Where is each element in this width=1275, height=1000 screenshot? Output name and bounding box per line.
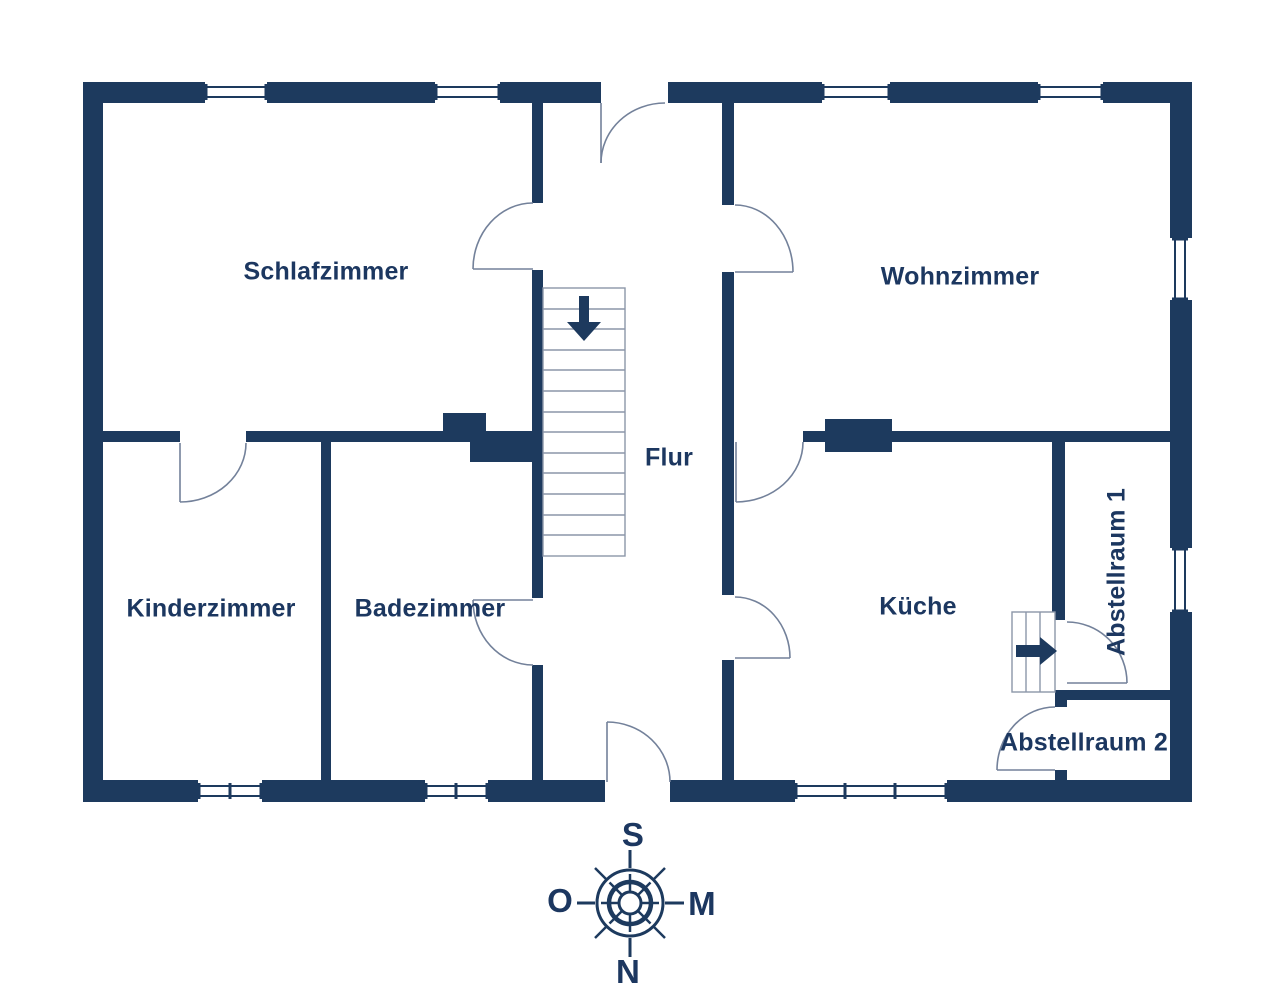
compass-rose-icon <box>577 850 684 957</box>
window <box>1037 84 1104 100</box>
window <box>1172 237 1188 301</box>
entry-direction-arrow-icon <box>1016 637 1057 665</box>
room-label-badezimmer: Badezimmer <box>354 594 506 623</box>
window <box>794 783 948 799</box>
doors <box>179 102 1128 783</box>
outer-wall-top <box>83 82 1192 103</box>
window <box>1172 547 1188 613</box>
compass-label-east: O <box>547 882 573 919</box>
windows <box>197 84 1188 799</box>
door-abstellraum-2 <box>996 706 1056 771</box>
window <box>434 84 501 100</box>
door-wohnzimmer-kueche <box>735 441 804 503</box>
room-label-abstellraum-1: Abstellraum 1 <box>1102 488 1131 656</box>
outer-wall-bottom <box>83 780 1192 802</box>
compass-label-west: M <box>688 885 716 922</box>
window <box>821 84 891 100</box>
door-wohnzimmer <box>734 204 794 273</box>
door-kinderzimmer <box>179 442 247 503</box>
door-main-entrance <box>606 721 671 783</box>
outer-wall-right <box>1170 82 1192 802</box>
staircase <box>542 287 626 557</box>
window <box>204 84 268 100</box>
door-upper-exit <box>600 102 666 164</box>
door-abstellraum-1 <box>1066 621 1128 684</box>
chimney-block <box>825 419 892 452</box>
room-label-wohnzimmer: Wohnzimmer <box>880 262 1040 291</box>
door-kueche <box>734 596 791 659</box>
compass-label-south: S <box>621 816 645 853</box>
interior-walls <box>103 103 1170 780</box>
room-label-kinderzimmer: Kinderzimmer <box>126 594 296 623</box>
door-schlafzimmer <box>472 202 534 270</box>
room-label-schlafzimmer: Schlafzimmer <box>243 257 409 286</box>
room-label-kueche: Küche <box>879 592 957 621</box>
stairs-down-arrow-icon <box>567 296 601 341</box>
compass-label-north: N <box>615 953 641 990</box>
room-label-abstellraum-2: Abstellraum 2 <box>1000 728 1168 757</box>
room-label-flur: Flur <box>644 443 694 472</box>
window <box>197 783 263 799</box>
chimney-block <box>443 413 486 431</box>
window <box>424 783 489 799</box>
entry-steps <box>1011 611 1057 693</box>
chimney-block <box>470 442 533 462</box>
outer-wall-left <box>83 82 103 802</box>
door-badezimmer <box>472 599 534 666</box>
